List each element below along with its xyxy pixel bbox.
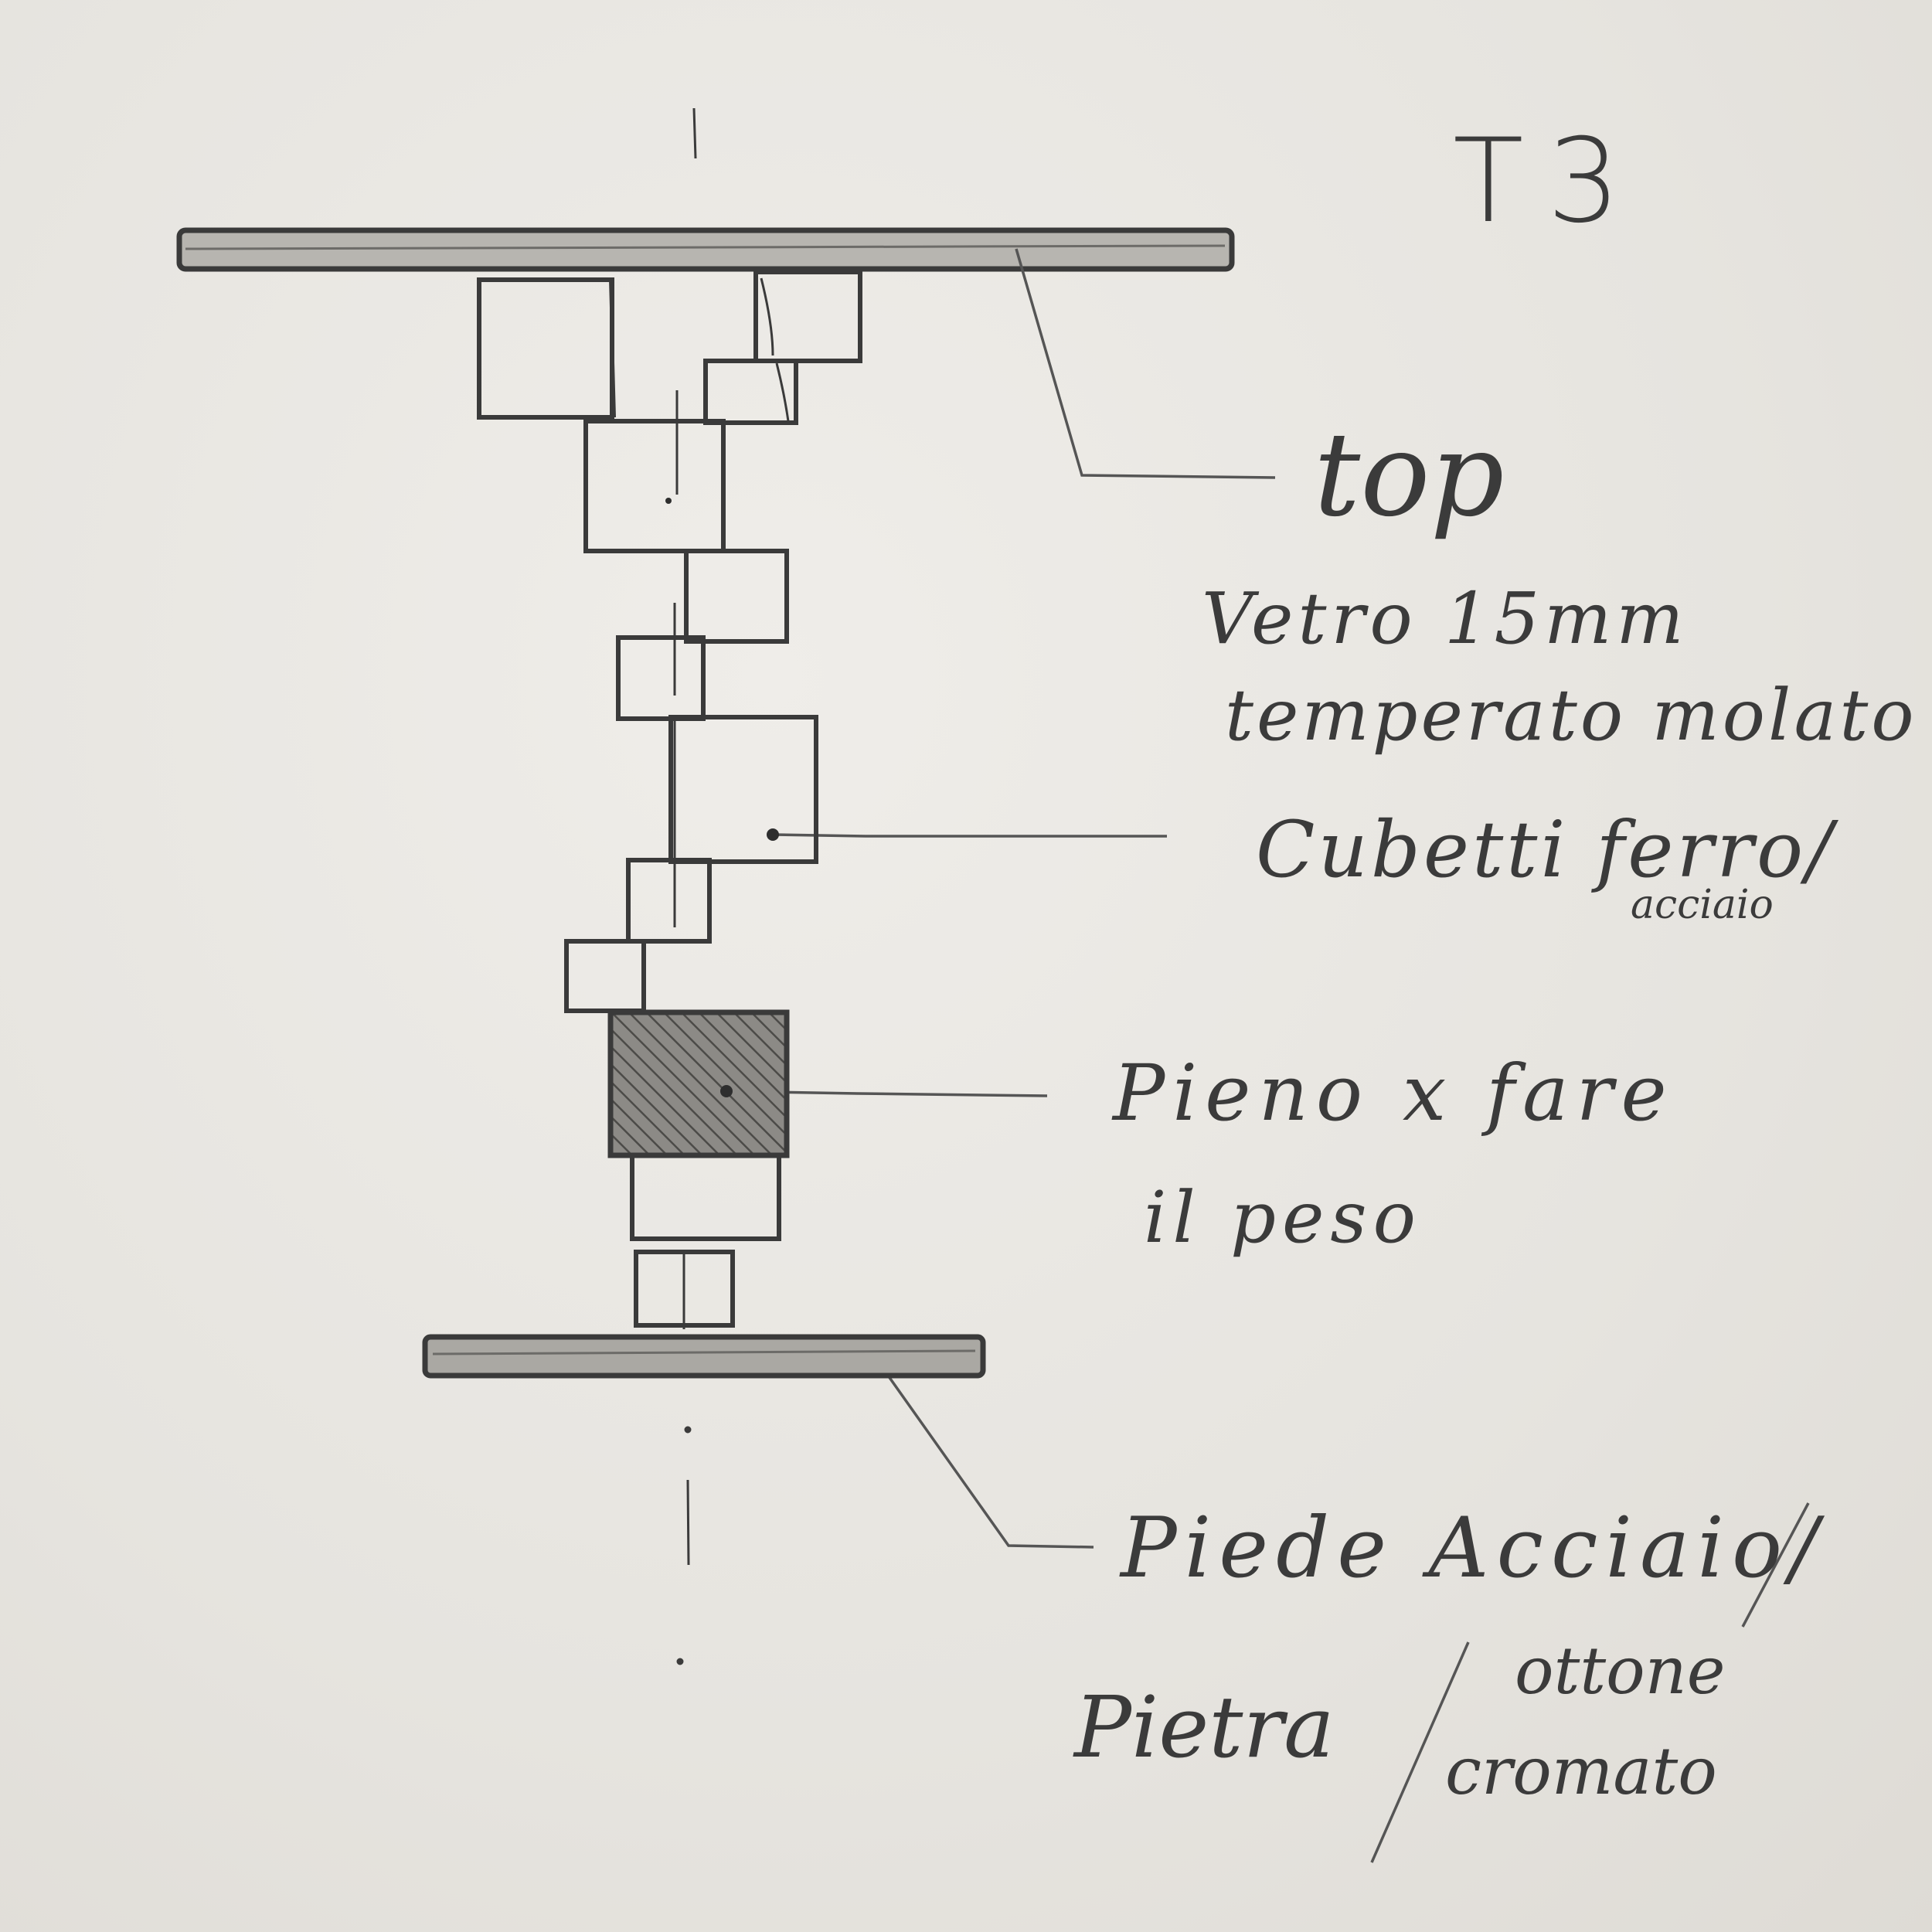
cube-stack: [477, 270, 862, 1329]
cube: [703, 359, 798, 425]
cube: [668, 715, 818, 864]
label-base-4: cromato: [1445, 1733, 1717, 1809]
cube: [630, 1151, 781, 1241]
label-top-material-1: Vetro 15mm: [1202, 577, 1689, 660]
label-cubes: Cubetti ferro/: [1256, 804, 1835, 895]
cube: [477, 277, 614, 420]
label-cubes-material: acciaio: [1631, 882, 1774, 928]
base-plate: [422, 1334, 986, 1379]
label-base-2: ottone: [1515, 1633, 1726, 1709]
label-top-material-2: temperato molato: [1225, 674, 1917, 757]
cube: [583, 419, 726, 553]
cube: [684, 549, 789, 644]
label-base-3: Pietra: [1074, 1678, 1335, 1777]
label-weight-2: il peso: [1144, 1176, 1423, 1259]
label-weight-1: Pieno x fare: [1113, 1048, 1675, 1138]
leader-cubes: [772, 833, 1167, 838]
anchor-dots: [665, 498, 884, 1365]
sketch-title: T3: [1453, 114, 1645, 249]
cube: [626, 858, 712, 944]
divider-slash-2: [1741, 1502, 1810, 1628]
divider-slash-1: [1370, 1641, 1470, 1863]
label-base-1: Piede Acciaio/: [1121, 1500, 1826, 1597]
leader-top: [1015, 248, 1276, 479]
leader-lines: [726, 248, 1810, 1863]
glass-top-slab: [176, 227, 1235, 272]
label-top: top: [1314, 408, 1505, 543]
solid-weight-cube: [607, 1009, 790, 1158]
axis-marks: [676, 107, 697, 1665]
cube: [753, 270, 862, 363]
cube: [616, 635, 706, 721]
leader-base: [876, 1359, 1094, 1549]
cube: [564, 939, 646, 1013]
